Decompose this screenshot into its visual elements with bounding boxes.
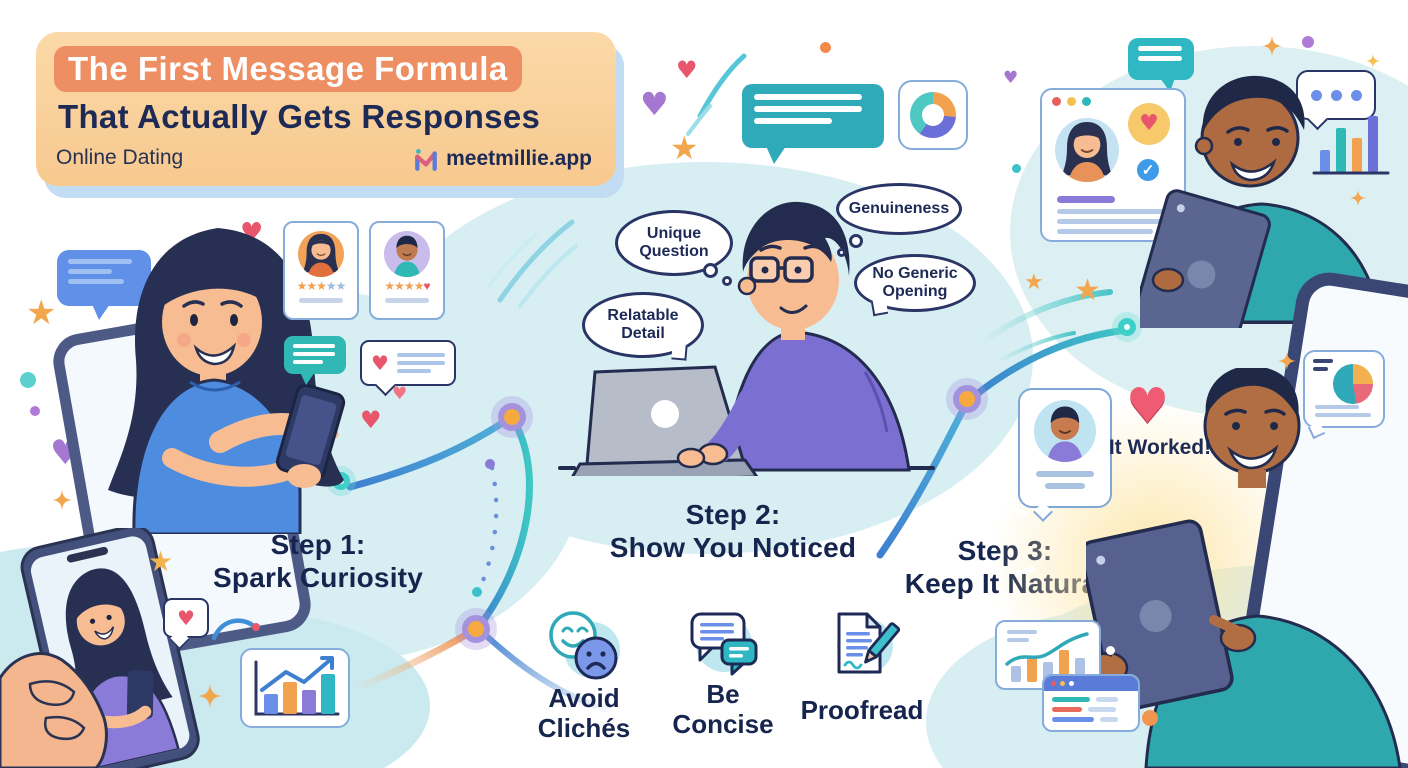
avatar [384,231,430,277]
speech-bubble: Relatable Detail [582,292,704,358]
chat-bubble-tail [300,372,315,385]
chat-bubble-tail [92,304,110,320]
avatar [1055,118,1119,182]
pie-chart-bubble [1303,350,1385,428]
heart-message-bubble: ♥ [360,340,456,386]
window-dot-white [1069,681,1074,686]
man-laptop-illustration [571,201,911,476]
rating-heart: ♥ [423,279,430,293]
star-icon: ★ [148,545,174,578]
path-node-orange [953,385,981,413]
window-dot-red [1052,97,1061,106]
avatar [1034,400,1096,462]
sparkle-icon [1278,352,1296,370]
heart-bubble-icon: ♥ [1128,103,1170,145]
donut-chart-card [898,80,968,150]
sparkle-icon [52,490,72,510]
chat-bubbles-icon [690,612,758,676]
donut-chart-icon [910,92,956,138]
speech-bubble: No Generic Opening [854,254,976,312]
chat-bubble-teal-small [1128,38,1194,80]
title-line2: That Actually Gets Responses [58,98,541,135]
rating-stars-filled: ★★★ [296,279,327,293]
rating-stars-empty: ★★ [325,279,346,293]
star-icon: ★ [1074,273,1101,308]
thought-trail-dot [703,263,718,278]
heart-icon: ♥ [371,351,389,375]
dot-orange [1142,710,1158,726]
growth-chart-card [240,648,350,728]
speech-bubble-tail [671,344,688,361]
thought-trail-dot [849,234,863,248]
browser-mini-card [1042,674,1140,732]
chat-bubble-teal [742,84,884,148]
heart-icon: ♥ [676,56,698,84]
star-icon: ★ [1024,270,1044,295]
heart-icon: ♥ [360,406,382,434]
desk-line-dash [558,466,576,470]
growth-chart-icon [254,656,340,716]
dot-teal [20,372,36,388]
dot-teal [1012,164,1021,173]
success-label: It Worked! [1108,436,1212,459]
star-icon: ★ [26,293,57,333]
sparkle-icon [1262,36,1282,56]
faces-icon [549,611,620,680]
step-2-label: Step 2:Show You Noticed [609,499,857,564]
dot-white [1106,646,1115,655]
chat-bubble-tail [766,146,786,164]
typing-dot [1310,89,1322,101]
verified-badge-icon: ✓ [1134,156,1162,184]
heart-icon: ♥ [392,384,408,404]
category-label: Online Dating [56,146,184,169]
sparkle-icon [198,684,222,708]
dot-purple [30,406,40,416]
window-dot-teal [1082,97,1091,106]
star-icon: ★ [670,129,699,167]
hand-phone-illustration [0,528,200,768]
tip-proofread: Proofread [782,608,942,726]
proofread-icon [837,612,901,674]
avatar [298,231,344,277]
chat-bubble-blue [57,250,151,306]
speech-bubble-tail [870,298,889,317]
title-line1: The First Message Formula [54,46,522,92]
meetmillie-logo-icon [415,149,437,171]
avatar-speech-bubble [1018,388,1112,508]
rating-stars-filled: ★★★★ [384,279,424,293]
title-banner: The First Message Formula That Actually … [36,32,616,186]
typing-dot [1350,89,1362,101]
window-dot-yellow [1060,681,1065,686]
thought-bubble: Genuineness [836,183,962,235]
brand-name: meetmillie.app [446,147,592,170]
window-dot-red [1051,681,1056,686]
pie-chart-icon [1333,364,1373,404]
sparkle-icon [1366,54,1380,68]
squiggle-arrow-icon [211,618,260,641]
heart-icon: ♥ [1003,68,1019,88]
path-node-teal [1118,318,1136,336]
profile-card: ★★★★♥ [369,221,445,320]
path-node-orange [462,615,490,643]
typing-dot [1330,89,1342,101]
path-node-orange [498,403,526,431]
thought-trail-dot [837,248,846,257]
typing-bubble [1296,70,1376,120]
profile-card: ★★★★★ [283,221,359,320]
chat-bubble-teal-small [284,336,346,374]
heart-icon: ♥ [640,85,669,123]
step-1-label: Step 1:Spark Curiosity [213,529,423,594]
window-dot-yellow [1067,97,1076,106]
thought-trail-dot [722,276,732,286]
dot-orange [820,42,831,53]
heart-message-icon: ♥ [163,598,209,638]
bar-chart-icon [1312,116,1390,175]
heart-icon: ♥ [1126,378,1170,434]
dot-purple [1302,36,1314,48]
brand-link[interactable]: meetmillie.app [413,146,592,172]
